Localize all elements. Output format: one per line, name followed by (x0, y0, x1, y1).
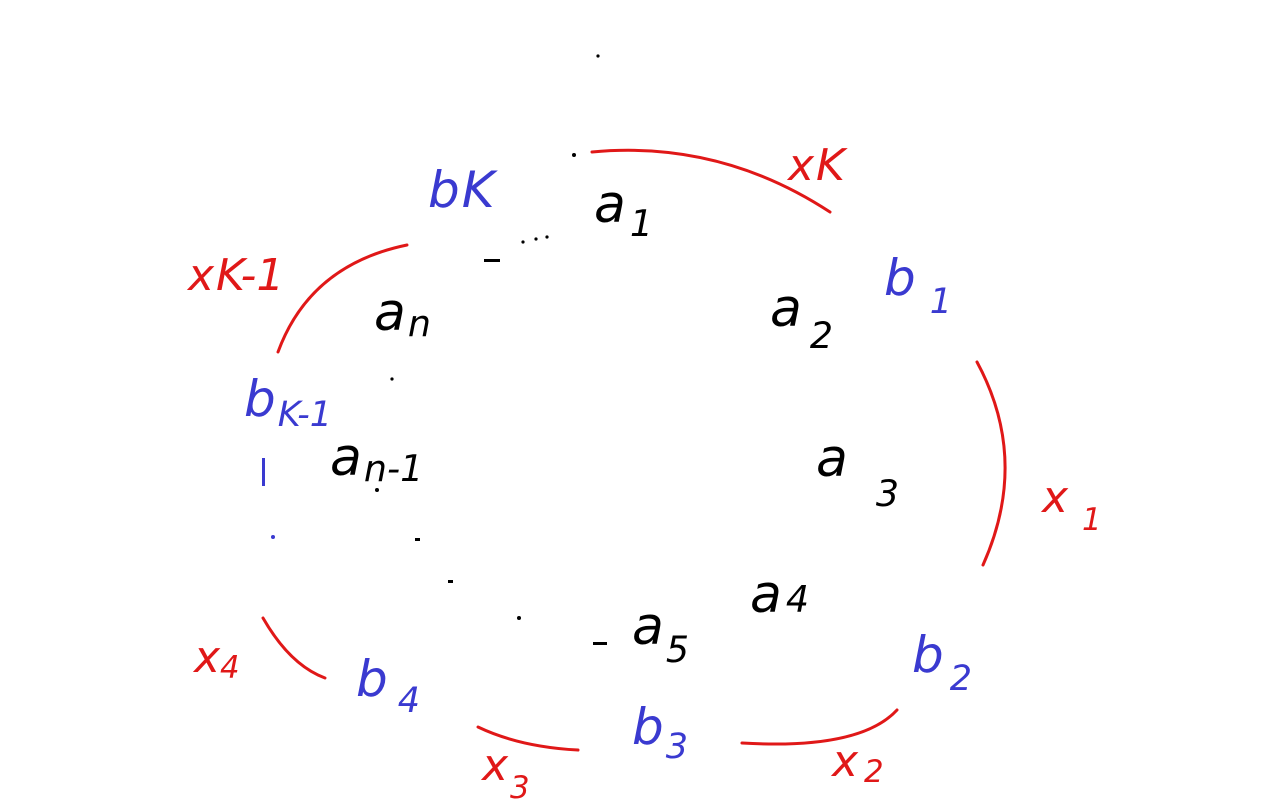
arc-bottom (476, 725, 580, 752)
label-x3: x3 (480, 740, 530, 806)
label-xK-1: xK-1 (186, 250, 284, 301)
label-a-n-1: an-1 (330, 428, 423, 490)
blue-dot-mark (271, 535, 275, 539)
arc-right (975, 360, 1007, 567)
label-a5: a5 (632, 597, 689, 671)
ellipsis-marks (262, 54, 607, 645)
dot-mark (390, 377, 394, 381)
dot-mark (596, 54, 600, 58)
dot-mark (572, 153, 576, 157)
label-x4: x4 (192, 632, 240, 686)
dot-mark (521, 240, 525, 244)
arc-bottom-left (261, 616, 327, 680)
dot-mark (375, 488, 379, 492)
dot-mark (517, 616, 521, 620)
dash-mark (484, 259, 500, 262)
arc-top-left (276, 243, 409, 354)
arc-bottom-right (740, 708, 899, 746)
dash-mark (448, 580, 453, 583)
arc-top (590, 148, 832, 214)
dot-mark (545, 235, 549, 239)
label-b3: b3 (632, 698, 688, 767)
label-xK: xK (786, 140, 848, 191)
blue-vertical-mark (262, 458, 265, 486)
label-a-n: an (374, 283, 431, 345)
label-bK-1: bK-1 (244, 370, 332, 435)
label-a3: a3 (816, 429, 899, 515)
dot-mark (534, 237, 538, 241)
dash-mark (415, 538, 420, 541)
label-bK: bK (428, 161, 499, 219)
dash-mark (593, 642, 607, 645)
